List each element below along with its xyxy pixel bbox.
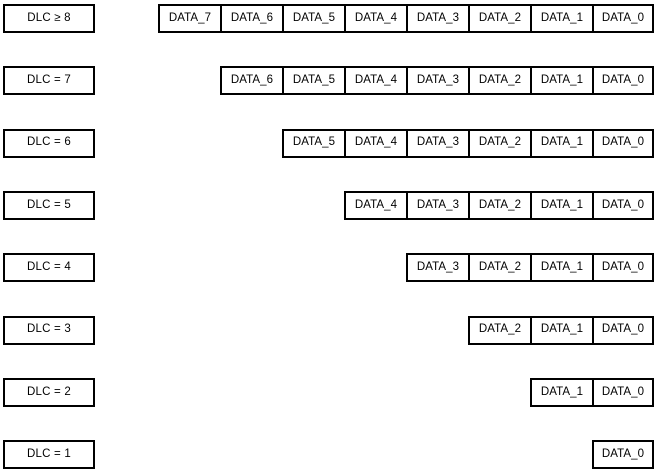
dlc-label-box: DLC = 4 — [3, 253, 95, 283]
data-byte-cell: DATA_0 — [592, 440, 654, 470]
data-byte-cell: DATA_3 — [406, 190, 468, 220]
data-byte-cell: DATA_3 — [406, 128, 468, 158]
data-byte-cell: DATA_0 — [592, 190, 654, 220]
data-byte-cell: DATA_2 — [468, 4, 530, 33]
data-byte-cell: DATA_2 — [468, 128, 530, 158]
data-byte-cell: DATA_4 — [344, 128, 406, 158]
data-byte-cell: DATA_5 — [282, 128, 344, 158]
data-byte-cell: DATA_1 — [530, 190, 592, 220]
data-byte-cell: DATA_1 — [530, 66, 592, 96]
data-byte-cell: DATA_4 — [344, 66, 406, 96]
data-byte-cell: DATA_3 — [406, 66, 468, 96]
data-byte-cell: DATA_2 — [468, 315, 530, 345]
data-byte-cell: DATA_6 — [220, 66, 282, 96]
diagram-row: DLC = 1 DATA_0 — [0, 440, 659, 471]
data-byte-strip: DATA_0 — [592, 440, 654, 470]
data-byte-cell: DATA_1 — [530, 377, 592, 407]
data-byte-cell: DATA_1 — [530, 253, 592, 283]
dlc-label-box: DLC = 2 — [3, 377, 95, 407]
data-byte-cell: DATA_4 — [344, 4, 406, 33]
data-byte-cell: DATA_6 — [220, 4, 282, 33]
dlc-label-box: DLC = 3 — [3, 315, 95, 345]
data-byte-cell: DATA_7 — [158, 4, 220, 33]
dlc-label-box: DLC = 7 — [3, 66, 95, 96]
data-byte-cell: DATA_0 — [592, 253, 654, 283]
data-byte-cell: DATA_1 — [530, 128, 592, 158]
data-byte-cell: DATA_0 — [592, 66, 654, 96]
dlc-label-box: DLC = 1 — [3, 440, 95, 470]
dlc-label-box: DLC ≥ 8 — [3, 4, 95, 33]
data-byte-cell: DATA_4 — [344, 190, 406, 220]
data-byte-cell: DATA_0 — [592, 128, 654, 158]
data-byte-cell: DATA_2 — [468, 190, 530, 220]
data-byte-cell: DATA_0 — [592, 377, 654, 407]
data-byte-cell: DATA_1 — [530, 315, 592, 345]
data-byte-cell: DATA_5 — [282, 66, 344, 96]
dlc-label-box: DLC = 5 — [3, 190, 95, 220]
data-byte-cell: DATA_0 — [592, 4, 654, 33]
data-byte-cell: DATA_5 — [282, 4, 344, 33]
data-byte-cell: DATA_1 — [530, 4, 592, 33]
dlc-label-box: DLC = 6 — [3, 128, 95, 158]
data-byte-cell: DATA_2 — [468, 66, 530, 96]
data-byte-cell: DATA_3 — [406, 253, 468, 283]
data-byte-cell: DATA_2 — [468, 253, 530, 283]
data-byte-cell: DATA_0 — [592, 315, 654, 345]
data-byte-cell: DATA_3 — [406, 4, 468, 33]
